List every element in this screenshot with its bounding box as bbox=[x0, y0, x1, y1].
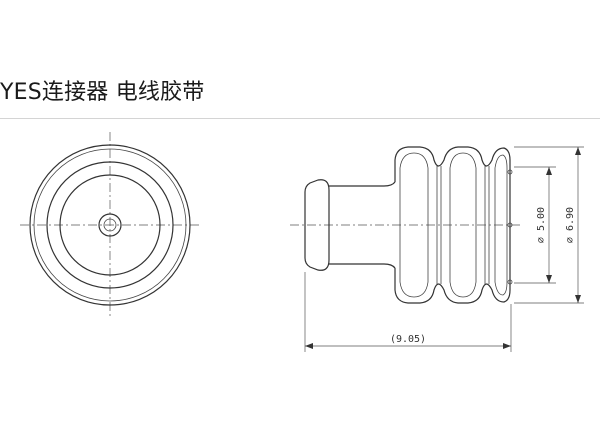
outer-diameter-arrow-top bbox=[575, 147, 581, 155]
front-view-bore-inner bbox=[103, 218, 117, 232]
seal-rib-dot-middle bbox=[507, 222, 513, 228]
front-view-flange-circle bbox=[46, 161, 174, 289]
length-dimension-label: (9.05) bbox=[390, 334, 426, 345]
length-arrow-left bbox=[305, 343, 313, 349]
seal-neck-upper-edge bbox=[329, 181, 396, 187]
side-view bbox=[290, 146, 520, 304]
inner-diameter-label: ⌀ 5.00 bbox=[536, 207, 547, 243]
header-divider bbox=[0, 118, 600, 119]
front-view-rim-edge bbox=[33, 148, 187, 302]
front-view bbox=[20, 132, 200, 318]
length-arrow-right bbox=[503, 343, 511, 349]
seal-ribbed-body bbox=[394, 146, 511, 304]
inner-diameter-arrow-top bbox=[546, 167, 552, 175]
front-view-body-circle bbox=[59, 174, 161, 276]
seal-neck-lower-edge bbox=[329, 263, 396, 269]
outer-diameter-arrow-bottom bbox=[575, 295, 581, 303]
seal-rib-2-contour bbox=[449, 152, 477, 298]
inner-diameter-arrow-bottom bbox=[546, 275, 552, 283]
front-view-bore-outer bbox=[98, 213, 122, 237]
page-title: YES连接器 电线胶带 bbox=[0, 80, 205, 105]
seal-rib-1-contour bbox=[399, 152, 429, 298]
outer-diameter-label: ⌀ 6.90 bbox=[565, 207, 576, 243]
front-view-outer-rim bbox=[29, 144, 191, 306]
dimension-lines bbox=[304, 146, 584, 352]
seal-collar bbox=[304, 179, 330, 271]
seal-rib-dot-top bbox=[507, 169, 513, 175]
seal-rib-3-contour bbox=[494, 154, 508, 296]
seal-rib-dot-bottom bbox=[507, 279, 513, 285]
